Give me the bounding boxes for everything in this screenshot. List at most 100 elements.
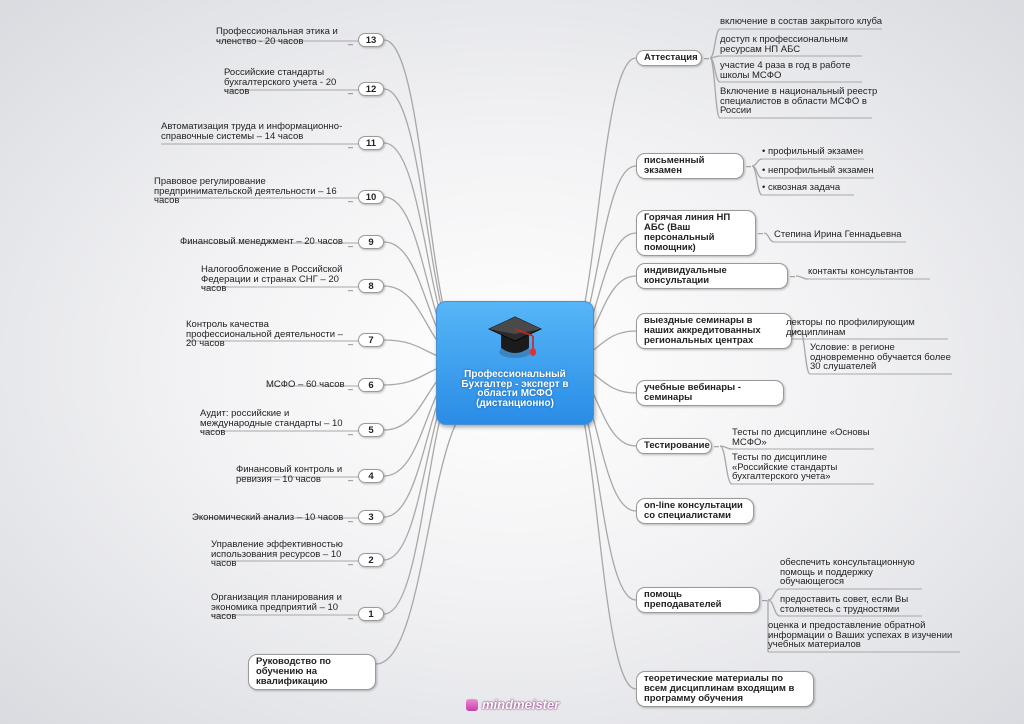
left-node-text-4[interactable]: Финансовый контроль и ревизия – 10 часов — [236, 464, 343, 485]
right-node-8[interactable]: on-line консультации со специалистами — [636, 498, 754, 524]
left-node-badge-3[interactable]: 3 — [358, 510, 384, 524]
right-node-label: on-line консультации со специалистами — [644, 500, 743, 521]
right-node-label: Аттестация — [644, 52, 698, 63]
left-node-text-8[interactable]: Налогообложение в Российской Федерации и… — [201, 264, 343, 294]
right-node-3-child-1[interactable]: Степина Ирина Геннадьевна — [774, 229, 902, 240]
right-node-1-child-2[interactable]: доступ к профессиональным ресурсам НП АБ… — [720, 34, 848, 55]
right-node-5-child-2[interactable]: Условие: в регионе одновременно обучаетс… — [810, 342, 951, 372]
child-connector-3-1 — [763, 232, 775, 243]
right-node-9-child-2[interactable]: предоставить совет, если Вы столкнетесь … — [780, 594, 909, 615]
right-node-2-child-1[interactable]: • профильный экзамен — [762, 146, 864, 157]
collapse-toggle-right-1[interactable]: – — [703, 53, 709, 63]
collapse-toggle-left-1[interactable]: – — [347, 613, 353, 623]
right-node-label: индивидуальные консультации — [644, 265, 727, 286]
collapse-toggle-left-8[interactable]: – — [347, 285, 353, 295]
left-node-badge-13[interactable]: 13 — [358, 33, 384, 47]
right-node-1[interactable]: Аттестация — [636, 50, 702, 66]
right-node-4-child-1[interactable]: контакты консультантов — [808, 266, 914, 277]
left-node-badge-7[interactable]: 7 — [358, 333, 384, 347]
collapse-toggle-left-4[interactable]: – — [347, 475, 353, 485]
right-node-label: выездные семинары в наших аккредитованны… — [644, 315, 761, 346]
right-node-10[interactable]: теоретические материалы по всем дисципли… — [636, 671, 814, 707]
right-node-9-child-1[interactable]: обеспечить консультационную помощь и под… — [780, 557, 915, 587]
left-node-badge-8[interactable]: 8 — [358, 279, 384, 293]
right-node-1-child-4[interactable]: Включение в национальный реестр специали… — [720, 86, 878, 116]
collapse-toggle-left-11[interactable]: – — [347, 142, 353, 152]
left-node-badge-6[interactable]: 6 — [358, 378, 384, 392]
right-node-2[interactable]: письменный экзамен — [636, 153, 744, 179]
left-node-text-11[interactable]: Автоматизация труда и информационно-спра… — [161, 121, 343, 142]
right-node-1-child-1[interactable]: включение в состав закрытого клуба — [720, 16, 883, 27]
child-connector-5-2 — [799, 330, 811, 375]
connector-guide — [375, 399, 481, 665]
child-connector-1-1 — [709, 28, 721, 59]
left-node-text-2[interactable]: Управление эффективностью использования … — [211, 539, 343, 569]
guide-node-label: Руководство по обучению на квалификацию — [256, 656, 331, 687]
collapse-toggle-right-9[interactable]: – — [761, 595, 767, 605]
left-node-text-6[interactable]: МСФО – 60 часов — [266, 379, 345, 390]
collapse-toggle-left-12[interactable]: – — [347, 88, 353, 98]
right-node-5-child-1[interactable]: лекторы по профилирующим дисциплинам — [786, 317, 915, 338]
right-node-7-child-1[interactable]: Тесты по дисциплине «Основы МСФО» — [732, 427, 870, 448]
collapse-toggle-right-4[interactable]: – — [789, 271, 795, 281]
brand-logo: mindmeister — [466, 697, 566, 715]
collapse-toggle-right-5[interactable]: – — [793, 326, 799, 336]
collapse-toggle-left-3[interactable]: – — [347, 516, 353, 526]
left-node-text-13[interactable]: Профессиональная этика и членство - 20 ч… — [216, 26, 338, 47]
collapse-toggle-left-6[interactable]: – — [347, 384, 353, 394]
collapse-toggle-left-7[interactable]: – — [347, 339, 353, 349]
left-node-badge-10[interactable]: 10 — [358, 190, 384, 204]
collapse-toggle-right-3[interactable]: – — [757, 228, 763, 238]
collapse-toggle-left-13[interactable]: – — [347, 39, 353, 49]
mindmeister-logo-icon — [466, 699, 478, 711]
right-node-2-child-3[interactable]: • сквозная задача — [762, 182, 841, 193]
collapse-toggle-left-2[interactable]: – — [347, 559, 353, 569]
left-node-badge-12[interactable]: 12 — [358, 82, 384, 96]
child-connector-9-2 — [767, 599, 781, 617]
collapse-toggle-left-5[interactable]: – — [347, 429, 353, 439]
left-node-badge-9[interactable]: 9 — [358, 235, 384, 249]
left-node-text-7[interactable]: Контроль качества профессиональной деяте… — [186, 319, 343, 349]
left-node-text-5[interactable]: Аудит: российские и международные станда… — [200, 408, 343, 438]
right-node-7[interactable]: Тестирование — [636, 438, 712, 454]
left-node-badge-11[interactable]: 11 — [358, 136, 384, 150]
child-connector-7-2 — [719, 445, 733, 485]
left-node-badge-4[interactable]: 4 — [358, 469, 384, 483]
left-node-badge-5[interactable]: 5 — [358, 423, 384, 437]
left-node-text-12[interactable]: Российские стандарты бухгалтерского учет… — [224, 67, 337, 97]
child-connector-2-1 — [751, 158, 763, 167]
right-node-6[interactable]: учебные вебинары - семинары — [636, 380, 784, 406]
left-node-text-1[interactable]: Организация планирования и экономика пре… — [211, 592, 342, 622]
right-node-label: письменный экзамен — [644, 155, 705, 176]
right-node-9-child-3[interactable]: оценка и предоставление обратной информа… — [768, 620, 953, 650]
child-connector-9-1 — [767, 588, 781, 601]
right-node-label: помощь преподавателей — [644, 589, 722, 610]
right-node-label: теоретические материалы по всем дисципли… — [644, 673, 795, 704]
collapse-toggle-right-7[interactable]: – — [713, 441, 719, 451]
right-node-9[interactable]: помощь преподавателей — [636, 587, 760, 613]
guide-node[interactable]: Руководство по обучению на квалификацию — [248, 654, 376, 690]
collapse-toggle-right-2[interactable]: – — [745, 161, 751, 171]
central-topic[interactable]: Профессиональный Бухгалтер - эксперт в о… — [436, 301, 594, 425]
left-node-text-9[interactable]: Финансовый менеджмент – 20 часов — [180, 236, 343, 247]
left-node-text-3[interactable]: Экономический анализ – 10 часов — [192, 512, 344, 523]
right-node-label: Тестирование — [644, 440, 710, 451]
right-node-4[interactable]: индивидуальные консультации — [636, 263, 788, 289]
child-connector-1-4 — [709, 57, 721, 119]
left-node-badge-1[interactable]: 1 — [358, 607, 384, 621]
right-node-1-child-3[interactable]: участие 4 раза в год в работе школы МСФО — [720, 60, 851, 81]
right-node-label: учебные вебинары - семинары — [644, 382, 741, 403]
right-node-2-child-2[interactable]: • непрофильный экзамен — [762, 165, 874, 176]
child-connector-2-3 — [751, 165, 763, 196]
collapse-toggle-left-10[interactable]: – — [347, 196, 353, 206]
left-node-badge-2[interactable]: 2 — [358, 553, 384, 567]
right-node-label: Горячая линия НП АБС (Ваш персональный п… — [644, 212, 731, 253]
child-connector-4-1 — [795, 275, 809, 280]
central-topic-title: Профессиональный Бухгалтер - эксперт в о… — [461, 369, 569, 409]
right-node-5[interactable]: выездные семинары в наших аккредитованны… — [636, 313, 792, 349]
collapse-toggle-left-9[interactable]: – — [347, 241, 353, 251]
left-node-text-10[interactable]: Правовое регулирование предпринимательск… — [154, 176, 337, 206]
right-node-3[interactable]: Горячая линия НП АБС (Ваш персональный п… — [636, 210, 756, 256]
right-node-7-child-2[interactable]: Тесты по дисциплине «Российские стандарт… — [732, 452, 838, 482]
